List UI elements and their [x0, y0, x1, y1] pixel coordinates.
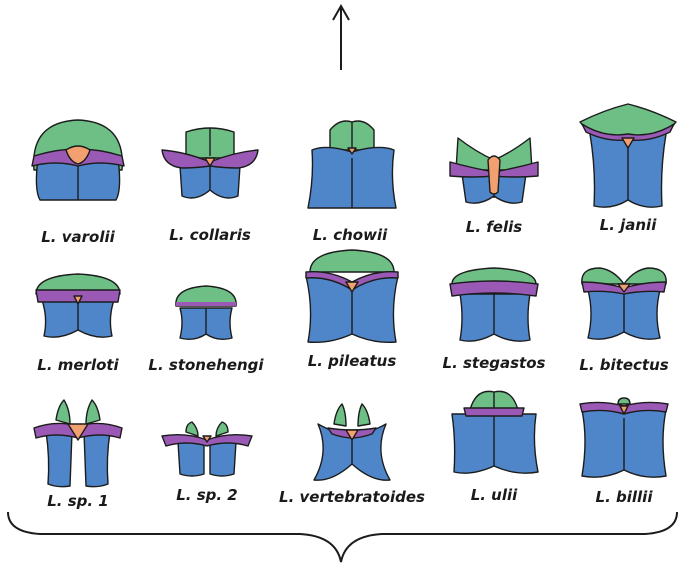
- specimen-bitectus: L. bitectus: [579, 268, 668, 374]
- specimen-janii: L. janii: [580, 104, 676, 234]
- specimen-drawing: [162, 128, 258, 198]
- specimen-varolii: L. varolii: [32, 120, 124, 246]
- up-arrow: [333, 6, 349, 70]
- specimen-label: L. janii: [600, 216, 658, 234]
- specimen-vertebratoides: L. vertebratoides: [279, 404, 425, 506]
- specimen-label: L. felis: [466, 218, 522, 236]
- specimen-drawing: [34, 400, 122, 487]
- specimen-label: L. pileatus: [308, 352, 397, 370]
- specimen-label: L. sp. 2: [176, 486, 238, 504]
- bottom-brace: [8, 512, 677, 562]
- specimen-pileatus: L. pileatus: [306, 250, 398, 370]
- specimen-drawing: [580, 398, 668, 477]
- specimen-stonehengi: L. stonehengi: [148, 286, 264, 374]
- specimen-merloti: L. merloti: [36, 274, 120, 374]
- specimen-label: L. vertebratoides: [279, 488, 425, 506]
- specimen-sp2: L. sp. 2: [162, 422, 252, 504]
- specimen-drawing: [32, 120, 124, 200]
- specimen-sp1: L. sp. 1: [34, 400, 122, 510]
- specimen-collaris: L. collaris: [162, 128, 258, 244]
- specimen-drawing: [308, 121, 396, 208]
- specimen-label: L. stonehengi: [148, 356, 264, 374]
- specimen-drawing: [162, 422, 252, 476]
- specimen-label: L. varolii: [41, 228, 115, 246]
- specimen-chowii: L. chowii: [308, 121, 396, 244]
- specimen-label: L. sp. 1: [47, 492, 109, 510]
- specimen-stegastos: L. stegastos: [443, 268, 546, 372]
- specimen-label: L. collaris: [169, 226, 251, 244]
- specimen-label: L. bitectus: [579, 356, 668, 374]
- specimen-drawing: [176, 286, 236, 339]
- specimen-felis: L. felis: [450, 138, 538, 236]
- specimen-drawing: [452, 391, 538, 473]
- specimen-label: L. ulii: [471, 486, 518, 504]
- specimen-label: L. chowii: [313, 226, 388, 244]
- specimen-drawing: [36, 274, 120, 337]
- specimen-drawing: [450, 268, 538, 341]
- specimen-drawing: [450, 138, 538, 203]
- specimen-drawing: [314, 404, 390, 480]
- specimen-drawing: [580, 104, 676, 207]
- specimen-drawing: [306, 250, 398, 342]
- specimen-label: L. stegastos: [443, 354, 546, 372]
- specimen-ulii: L. ulii: [452, 391, 538, 504]
- specimen-drawing: [582, 268, 666, 339]
- specimen-label: L. merloti: [37, 356, 119, 374]
- specimen-label: L. billii: [596, 488, 654, 506]
- specimen-billii: L. billii: [580, 398, 668, 506]
